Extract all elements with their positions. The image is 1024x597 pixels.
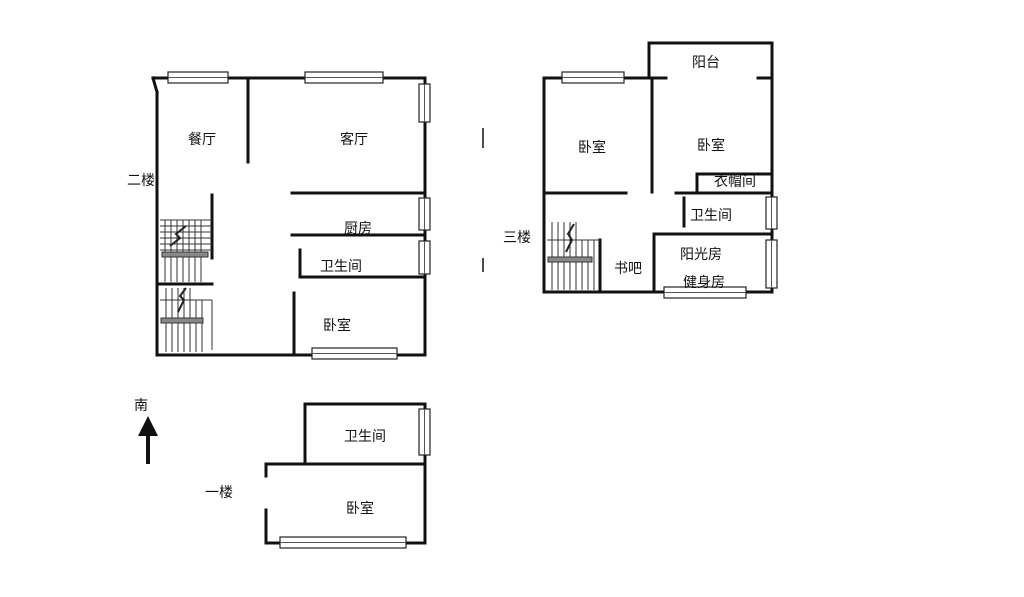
floor3-bathroom-label: 卫生间: [690, 208, 732, 224]
kitchen-label: 厨房: [344, 221, 372, 237]
study-bar-label: 书吧: [614, 261, 642, 277]
floor2-bedroom-label: 卧室: [323, 317, 351, 334]
floor3-stairs: [547, 222, 600, 290]
gym-label: 健身房: [683, 275, 725, 291]
floor1-bedroom-label: 卧室: [346, 500, 374, 517]
floor3-bedroom-left-label: 卧室: [578, 139, 606, 156]
sunroom-label: 阳光房: [680, 247, 722, 263]
floor1-label: 一楼: [205, 485, 233, 501]
dining-room-label: 餐厅: [188, 132, 216, 148]
arrow-up-icon: [138, 416, 158, 436]
floor2-label: 二楼: [127, 173, 155, 189]
floor3-plan: 阳台 卧室 卧室 衣帽间 卫生间 阳光房 书吧 健身房 三楼: [503, 41, 778, 299]
compass: 南: [134, 398, 158, 464]
living-room-label: 客厅: [340, 131, 368, 148]
cloakroom-label: 衣帽间: [714, 174, 756, 190]
balcony-label: 阳台: [692, 55, 720, 71]
floor2-corner-wall: [151, 76, 159, 94]
floor2-stairs-lower: [160, 287, 213, 352]
floor2-stairs-upper: [160, 219, 212, 282]
floor3-bedroom-right-label: 卧室: [697, 137, 725, 154]
floor3-label: 三楼: [503, 230, 531, 246]
floor1-plan: 卫生间 卧室 一楼: [205, 402, 431, 549]
floor2-bathroom-label: 卫生间: [320, 259, 362, 275]
south-label: 南: [134, 398, 148, 414]
floor1-bathroom-label: 卫生间: [344, 429, 386, 445]
floor2-plan: 餐厅 客厅 厨房 卫生间 卧室 二楼: [127, 71, 431, 360]
